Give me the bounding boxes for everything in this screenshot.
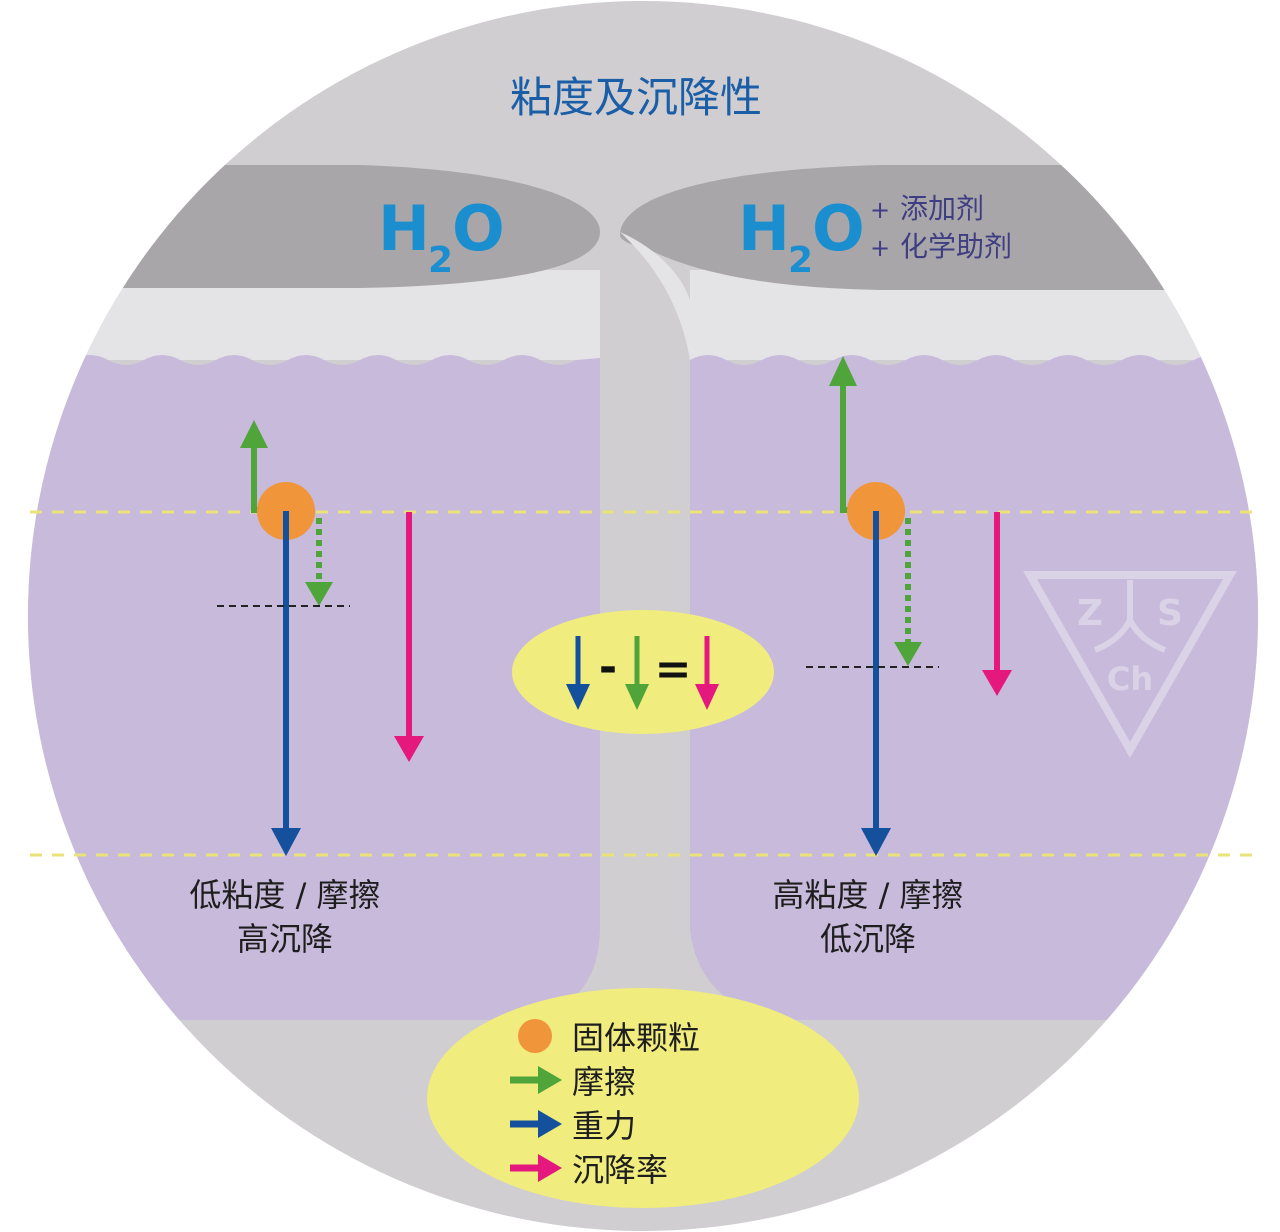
left-formula-subscript: 2 — [428, 240, 453, 281]
left-caption-line2: 高沉降 — [237, 920, 333, 958]
right-lid — [620, 165, 1258, 290]
equation-minus: - — [599, 642, 617, 693]
legend-label-particle: 固体颗粒 — [572, 1019, 700, 1057]
diagram-title: 粘度及沉降性 — [510, 73, 762, 122]
left-friction-arrowhead — [240, 420, 268, 448]
left-lid — [28, 165, 600, 288]
right-forces — [806, 356, 1012, 856]
watermark-letter-z: Z — [1077, 593, 1103, 634]
watermark-triangle — [1023, 571, 1237, 759]
left-settling-arrowhead — [394, 736, 424, 762]
legend-particle-symbol — [518, 1019, 552, 1053]
right-lid-neck — [620, 232, 690, 360]
legend-item-settling: 沉降率 — [510, 1151, 668, 1189]
additive-plus-2: + — [870, 234, 890, 262]
right-formula-o: O — [812, 192, 865, 265]
right-caption-line1: 高粘度 / 摩擦 — [772, 876, 963, 914]
legend-item-friction: 摩擦 — [510, 1063, 636, 1101]
right-formula-h: H — [738, 192, 790, 265]
zsch-watermark: Z S Ch — [1023, 571, 1237, 759]
right-friction-arrowhead — [829, 356, 857, 386]
right-formula: H 2 O + 添加剂 + 化学助剂 — [738, 192, 1012, 281]
watermark-divider — [1093, 580, 1167, 653]
legend-item-gravity: 重力 — [510, 1107, 636, 1145]
additive-plus-1: + — [870, 196, 890, 224]
left-caption-line1: 低粘度 / 摩擦 — [189, 876, 380, 914]
legend-friction-head — [538, 1066, 562, 1094]
right-formula-subscript: 2 — [788, 240, 813, 281]
legend-label-gravity: 重力 — [572, 1107, 636, 1145]
left-formula-o: O — [452, 192, 505, 265]
watermark-letter-s: S — [1157, 593, 1183, 634]
equation-equals: = — [655, 644, 692, 695]
equation-ellipse — [512, 610, 774, 734]
additive-label-1: 添加剂 — [900, 192, 984, 225]
right-gap-band — [690, 270, 1258, 360]
legend-label-settling: 沉降率 — [572, 1151, 668, 1189]
left-forces — [217, 420, 424, 856]
legend-settling-head — [538, 1154, 562, 1182]
watermark-letters-ch: Ch — [1107, 660, 1153, 698]
equation-gravity-head — [566, 684, 590, 710]
right-liquid — [690, 355, 1258, 1020]
left-formula-h: H — [378, 192, 430, 265]
right-gravity-arrowhead — [861, 828, 891, 856]
left-gravity-arrowhead — [271, 828, 301, 856]
left-friction-dotted-head — [305, 582, 333, 606]
legend-item-particle: 固体颗粒 — [518, 1019, 700, 1057]
right-friction-dotted-head — [894, 642, 922, 666]
legend-label-friction: 摩擦 — [572, 1063, 636, 1101]
equation-friction-head — [625, 684, 649, 710]
right-caption-line2: 低沉降 — [820, 920, 916, 958]
equation-settling-head — [695, 684, 719, 710]
legend-gravity-head — [538, 1110, 562, 1138]
additive-label-2: 化学助剂 — [900, 230, 1012, 263]
left-gap-band — [28, 270, 600, 360]
legend: 固体颗粒 摩擦 重力 沉降率 — [427, 988, 859, 1208]
right-settling-arrowhead — [982, 670, 1012, 696]
left-formula: H 2 O — [378, 192, 505, 281]
force-equation: - = — [512, 610, 774, 734]
